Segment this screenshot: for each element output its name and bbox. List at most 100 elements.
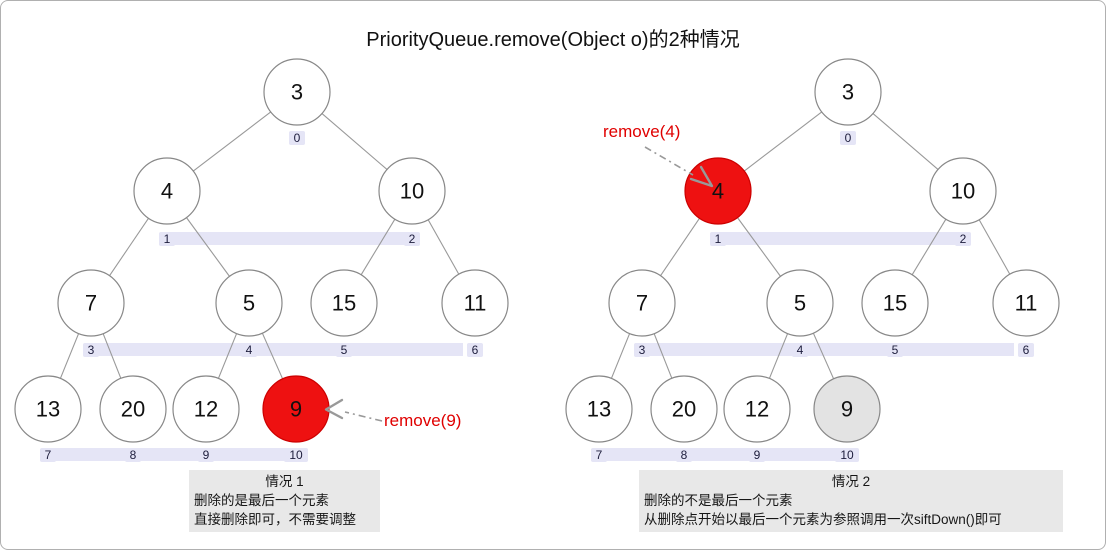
index-label: 3 bbox=[88, 343, 95, 357]
index-label: 6 bbox=[472, 343, 479, 357]
array-index-band bbox=[648, 343, 1014, 356]
index-label: 8 bbox=[130, 448, 137, 462]
heap-edge bbox=[217, 333, 238, 379]
remove4-arrow-line bbox=[644, 146, 694, 176]
heap-node-value: 13 bbox=[36, 397, 60, 422]
remove4-arrowhead-icon bbox=[689, 165, 714, 188]
index-label: 7 bbox=[596, 448, 603, 462]
index-patch bbox=[289, 131, 305, 145]
index-label: 4 bbox=[246, 343, 253, 357]
remove9-arrow bbox=[324, 398, 383, 422]
heap-node-circle bbox=[378, 157, 446, 225]
case2-caption-line2: 从删除点开始以最后一个元素为参照调用一次siftDown()即可 bbox=[644, 512, 1002, 527]
heap-edge bbox=[610, 333, 631, 379]
index-label: 6 bbox=[1023, 343, 1030, 357]
heap-node-circle bbox=[766, 269, 834, 337]
index-label: 0 bbox=[294, 131, 301, 145]
heap-node-circle bbox=[215, 269, 283, 337]
heap-node-value: 11 bbox=[1015, 291, 1038, 316]
heap-edge bbox=[427, 219, 460, 275]
index-patch bbox=[125, 448, 141, 462]
heap-node-circle bbox=[929, 157, 997, 225]
index-patch bbox=[159, 232, 175, 246]
remove9-arrow-line bbox=[344, 411, 383, 422]
heap-node-circle bbox=[310, 269, 378, 337]
heap-node-circle bbox=[99, 375, 167, 443]
index-label: 1 bbox=[164, 232, 171, 246]
index-patch bbox=[887, 343, 903, 357]
index-label: 9 bbox=[203, 448, 210, 462]
case1-caption-title: 情况 1 bbox=[265, 474, 304, 489]
heap-edge bbox=[743, 111, 823, 172]
heap-node-value: 5 bbox=[794, 291, 806, 316]
heap-node-circle bbox=[813, 375, 881, 443]
heap-edge bbox=[360, 218, 396, 276]
heap-node-circle bbox=[723, 375, 791, 443]
index-label: 0 bbox=[845, 131, 852, 145]
index-patch bbox=[591, 448, 607, 462]
index-patch bbox=[83, 343, 99, 357]
heap-node-value: 7 bbox=[636, 291, 648, 316]
array-index-band bbox=[54, 448, 287, 461]
array-index-band bbox=[97, 343, 463, 356]
heap-node-value: 11 bbox=[464, 291, 487, 316]
heap-edge bbox=[768, 333, 789, 379]
index-patch bbox=[284, 448, 308, 462]
heap-edge bbox=[321, 113, 388, 170]
heap-node-value: 9 bbox=[841, 397, 853, 422]
heap-node-value: 3 bbox=[842, 80, 854, 105]
index-patch bbox=[792, 343, 808, 357]
remove4-arrow bbox=[644, 146, 714, 188]
heap-edge bbox=[261, 332, 284, 380]
heap-edge bbox=[737, 217, 781, 277]
array-index-band bbox=[722, 232, 962, 245]
heap-node-value: 5 bbox=[243, 291, 255, 316]
index-label: 4 bbox=[797, 343, 804, 357]
index-label: 7 bbox=[45, 448, 52, 462]
index-patch bbox=[955, 232, 971, 246]
index-label: 1 bbox=[715, 232, 722, 246]
heap-edge bbox=[186, 217, 230, 277]
remove9-annotation: remove(9) bbox=[384, 411, 462, 430]
diagram-title: PriorityQueue.remove(Object o)的2种情况 bbox=[366, 29, 740, 51]
index-label: 3 bbox=[639, 343, 646, 357]
heap-node-value: 4 bbox=[712, 179, 724, 204]
index-patch bbox=[835, 448, 859, 462]
index-label: 10 bbox=[289, 448, 303, 462]
heap-node-value: 12 bbox=[194, 397, 218, 422]
heap-edge bbox=[59, 333, 80, 379]
case2-caption-line1: 删除的不是最后一个元素 bbox=[644, 493, 793, 508]
index-label: 10 bbox=[840, 448, 854, 462]
heap-edge bbox=[102, 333, 122, 379]
heap-node-value: 7 bbox=[85, 291, 97, 316]
index-patch bbox=[336, 343, 352, 357]
heap-node-circle bbox=[172, 375, 240, 443]
heap-node-circle bbox=[861, 269, 929, 337]
index-patch bbox=[198, 448, 214, 462]
array-index-band bbox=[171, 232, 411, 245]
index-label: 8 bbox=[681, 448, 688, 462]
heap-node-circle bbox=[441, 269, 509, 337]
heap-edge bbox=[872, 113, 939, 170]
heap-node-circle bbox=[133, 157, 201, 225]
heap-node-value: 15 bbox=[883, 291, 907, 316]
heap-edge bbox=[660, 217, 700, 277]
index-patch bbox=[40, 448, 56, 462]
heap-node-value: 10 bbox=[951, 179, 975, 204]
index-patch bbox=[634, 343, 650, 357]
index-patch bbox=[404, 232, 420, 246]
heap-node-circle bbox=[608, 269, 676, 337]
index-patch bbox=[710, 232, 726, 246]
case1-caption-line2: 直接删除即可，不需要调整 bbox=[194, 512, 356, 527]
heap-node-value: 20 bbox=[121, 397, 145, 422]
case2-caption-title: 情况 2 bbox=[831, 474, 871, 489]
heap-node-value: 12 bbox=[745, 397, 769, 422]
index-patch bbox=[749, 448, 765, 462]
index-label: 9 bbox=[754, 448, 761, 462]
heap-node-circle bbox=[650, 375, 718, 443]
index-label: 5 bbox=[892, 343, 899, 357]
remove9-arrowhead-icon bbox=[324, 398, 344, 420]
